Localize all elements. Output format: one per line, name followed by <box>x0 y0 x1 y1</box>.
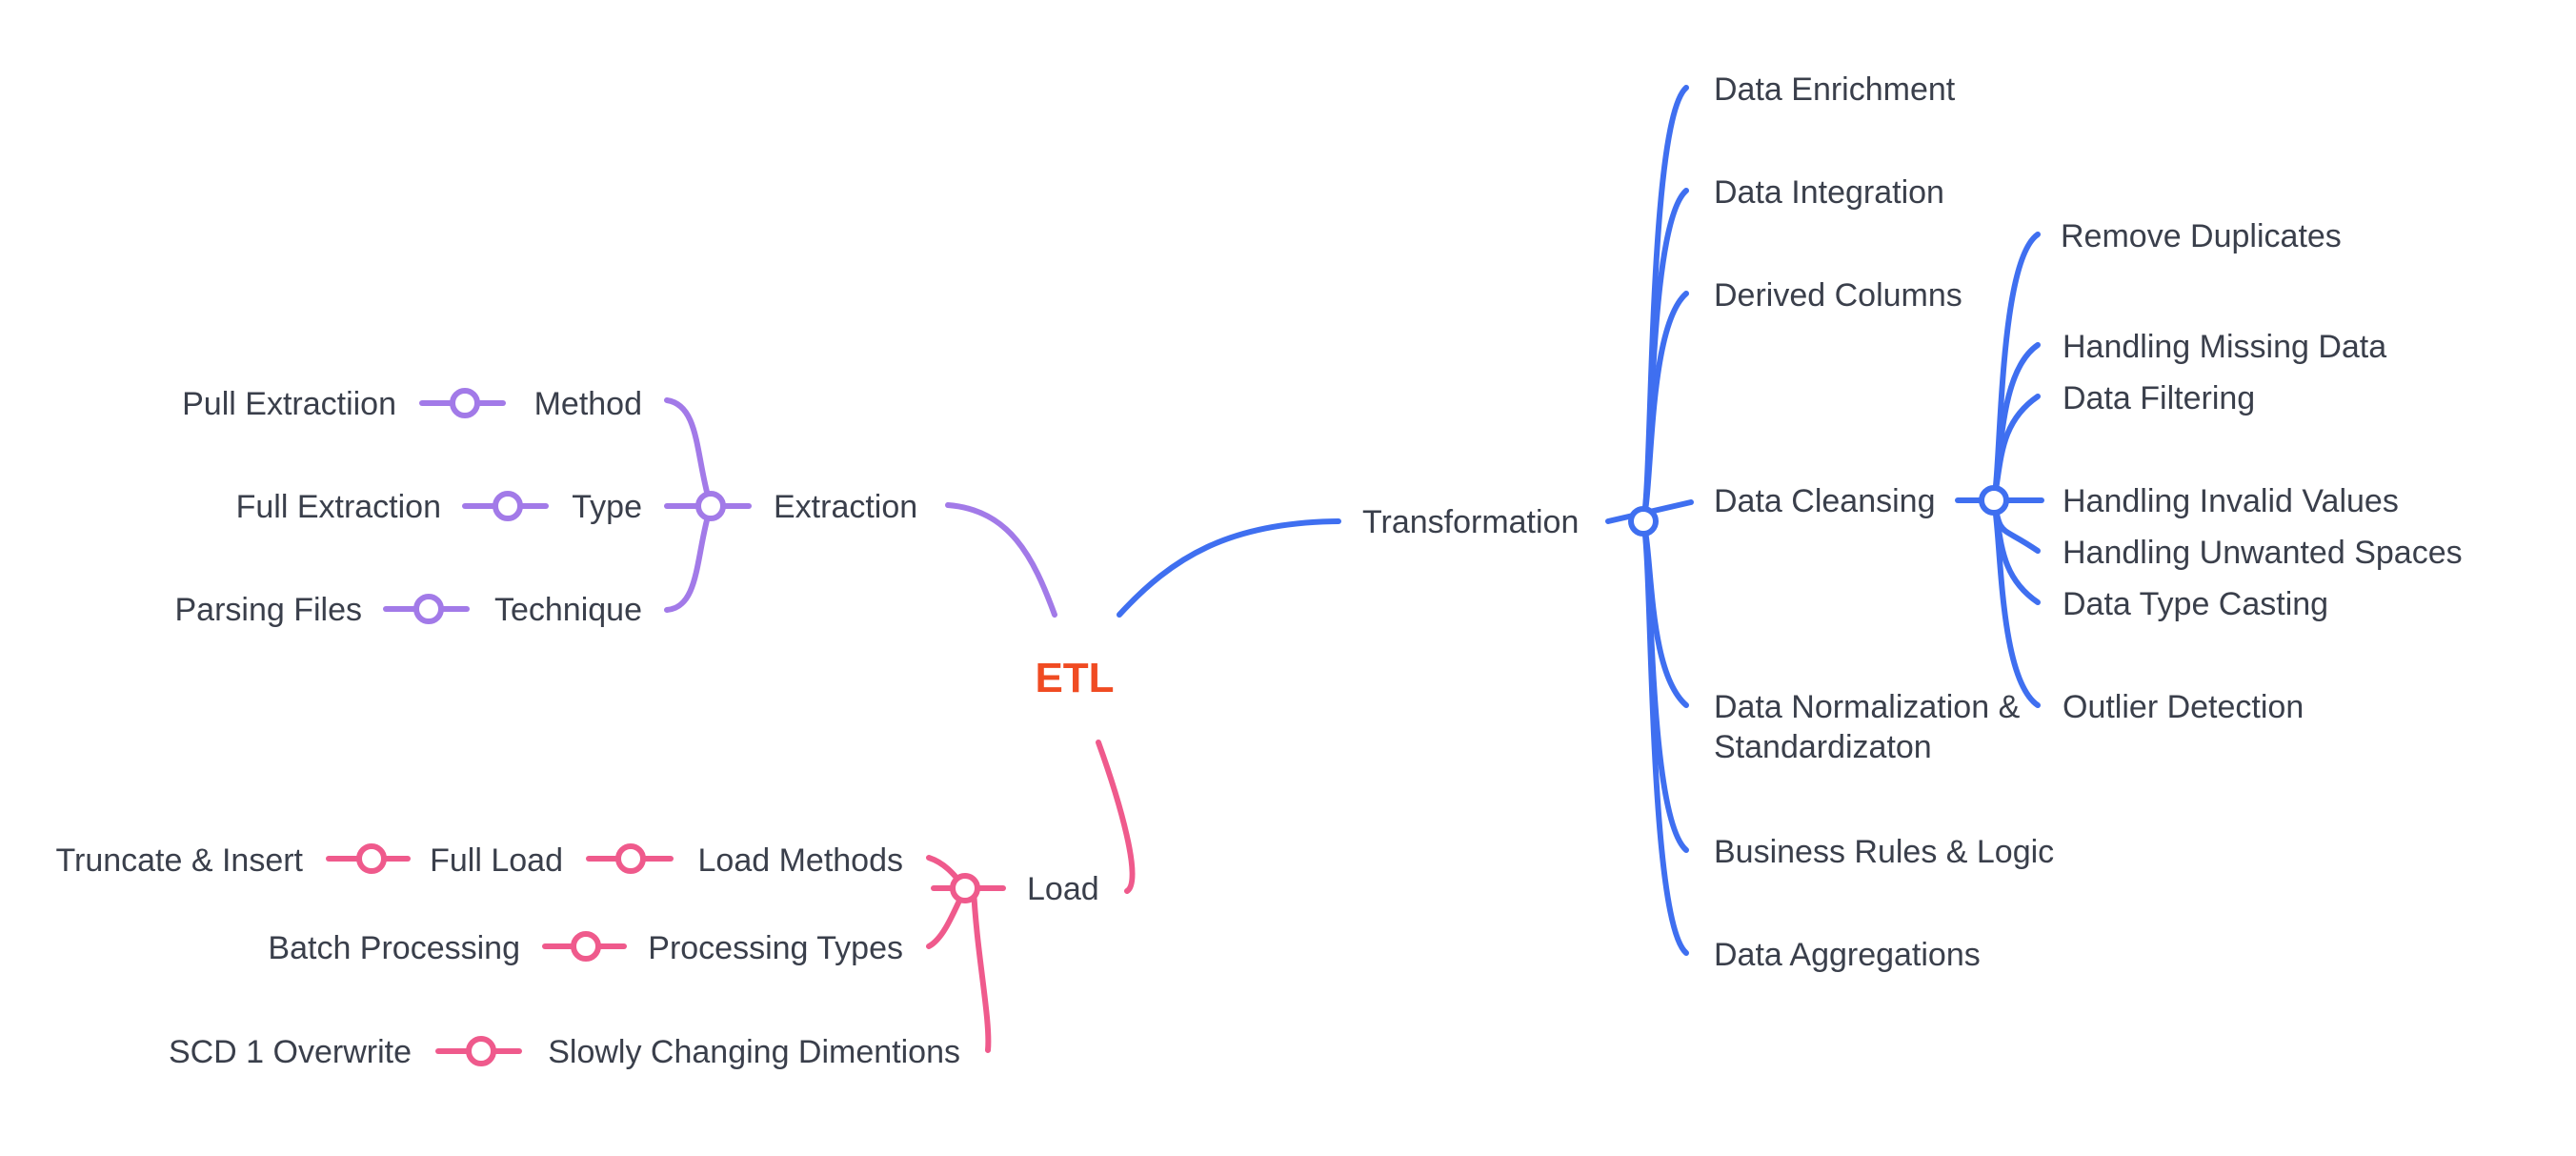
scd1-overwrite-label[interactable]: SCD 1 Overwrite <box>169 1034 412 1070</box>
truncate-insert-label[interactable]: Truncate & Insert <box>55 842 303 879</box>
load-methods-knob[interactable] <box>615 843 646 874</box>
method-knob[interactable] <box>450 388 480 418</box>
edge-root-extraction <box>945 502 1057 618</box>
edge-hub-method <box>664 397 714 509</box>
data-cleansing-label[interactable]: Data Cleansing <box>1714 483 1935 519</box>
pull-extraction-label[interactable]: Pull Extractiion <box>182 386 396 422</box>
processing-types-label[interactable]: Processing Types <box>648 930 903 966</box>
data-filtering-label[interactable]: Data Filtering <box>2063 380 2255 416</box>
branch-knobs <box>356 388 2009 1066</box>
derived-columns-label[interactable]: Derived Columns <box>1714 277 1962 314</box>
processing-types-knob[interactable] <box>571 931 601 962</box>
extraction-technique-label[interactable]: Technique <box>494 592 642 628</box>
extraction-hub-knob[interactable] <box>695 491 726 521</box>
edge-hub-child-2 <box>1640 291 1689 524</box>
handling-unwanted-spaces-label[interactable]: Handling Unwanted Spaces <box>2063 535 2463 571</box>
extraction-method-label[interactable]: Method <box>534 386 642 422</box>
slowly-changing-dimensions-label[interactable]: Slowly Changing Dimentions <box>548 1034 960 1070</box>
parsing-files-label[interactable]: Parsing Files <box>174 592 362 628</box>
edge-hub-child-6 <box>1640 518 1689 956</box>
load-node-label[interactable]: Load <box>1027 871 1099 907</box>
data-type-casting-label[interactable]: Data Type Casting <box>2063 586 2328 622</box>
handling-missing-data-label[interactable]: Handling Missing Data <box>2063 329 2386 365</box>
extraction-type-label[interactable]: Type <box>572 489 642 525</box>
batch-processing-label[interactable]: Batch Processing <box>268 930 520 966</box>
data-integration-label[interactable]: Data Integration <box>1714 174 1944 211</box>
remove-duplicates-label[interactable]: Remove Duplicates <box>2061 218 2342 254</box>
transformation-hub-knob[interactable] <box>1628 506 1659 537</box>
edge-hub-technique <box>664 503 714 613</box>
data-aggregations-label[interactable]: Data Aggregations <box>1714 937 1981 973</box>
data-enrichment-label[interactable]: Data Enrichment <box>1714 71 1956 108</box>
full-extraction-label[interactable]: Full Extraction <box>236 489 441 525</box>
load-hub-knob[interactable] <box>950 873 980 903</box>
extraction-node-label[interactable]: Extraction <box>774 489 917 525</box>
scd-knob[interactable] <box>466 1036 496 1066</box>
cleansing-hub-knob[interactable] <box>1979 485 2009 516</box>
edge-hub-scd <box>971 885 992 1053</box>
connector-lines <box>326 85 2044 1054</box>
handling-invalid-values-label[interactable]: Handling Invalid Values <box>2063 483 2399 519</box>
outlier-detection-label[interactable]: Outlier Detection <box>2063 689 2304 725</box>
transformation-node-label[interactable]: Transformation <box>1362 504 1579 540</box>
load-methods-label[interactable]: Load Methods <box>698 842 904 879</box>
type-knob[interactable] <box>493 491 523 521</box>
edge-cleansing-child-6 <box>1991 497 2041 708</box>
business-rules-label[interactable]: Business Rules & Logic <box>1714 834 2054 870</box>
technique-knob[interactable] <box>413 594 444 624</box>
root-node-label[interactable]: ETL <box>1035 655 1114 701</box>
full-load-label[interactable]: Full Load <box>430 842 563 879</box>
full-load-knob[interactable] <box>356 843 387 874</box>
data-normalization-label[interactable]: Data Normalization &Standardizaton <box>1714 689 2021 765</box>
edge-root-load <box>1096 740 1136 894</box>
edge-root-transformation <box>1117 518 1341 618</box>
